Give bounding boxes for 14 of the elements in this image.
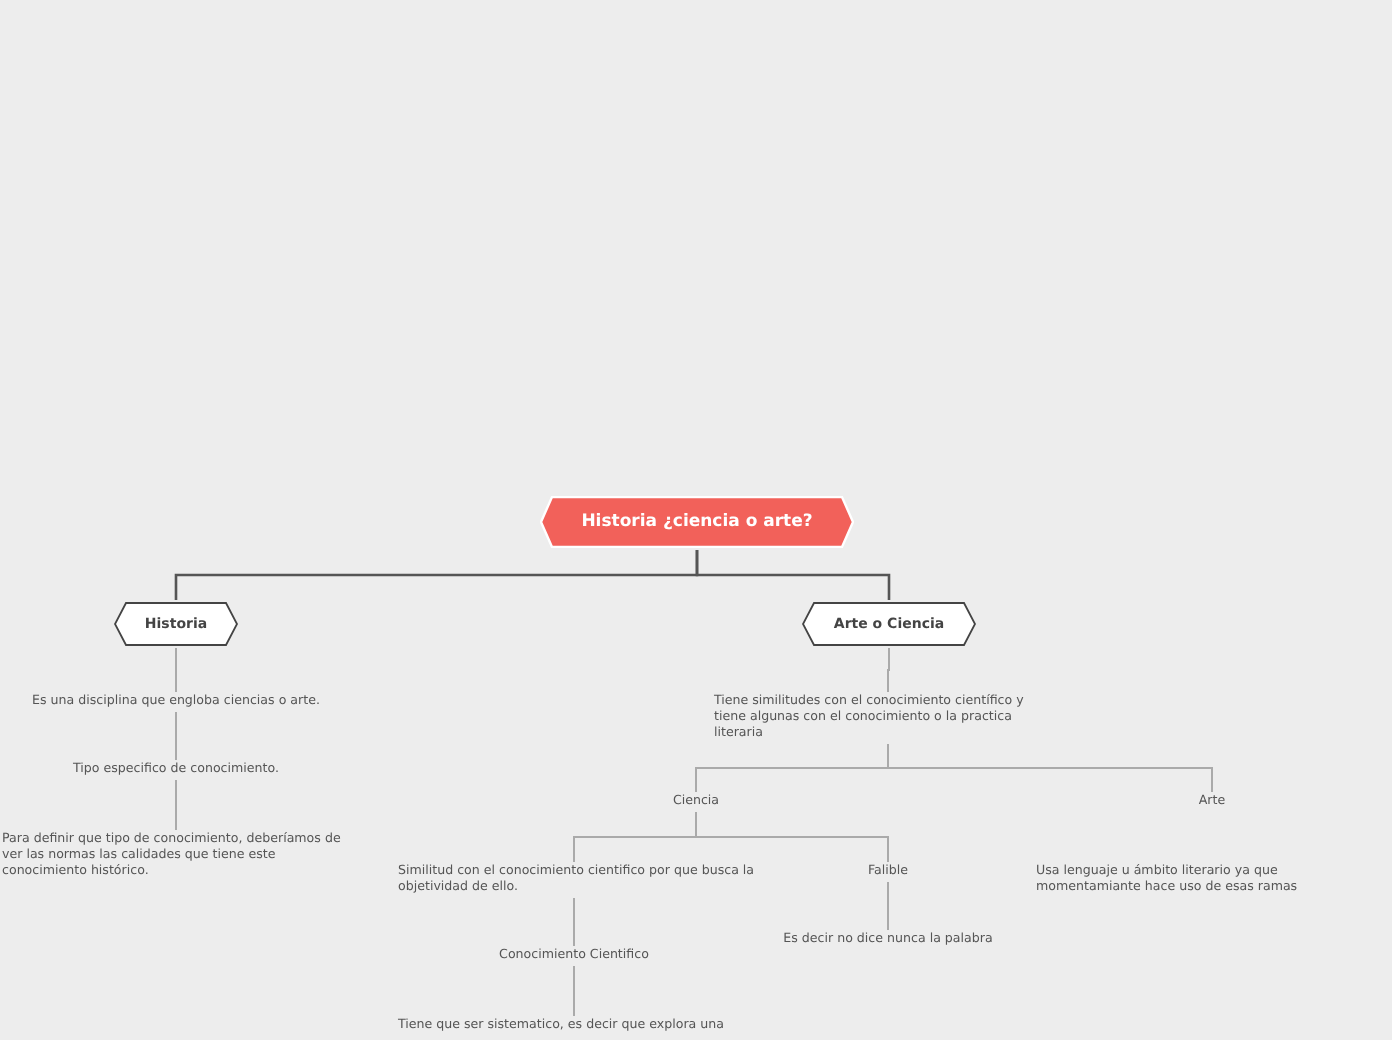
connector-line xyxy=(175,711,177,761)
connector-line xyxy=(573,965,575,1017)
topic-hexagon xyxy=(114,602,238,646)
connector-line xyxy=(887,647,890,693)
topic-hexagon xyxy=(802,602,976,646)
connector-line xyxy=(887,743,1213,793)
connector-line xyxy=(887,881,889,931)
connector-line xyxy=(175,647,177,693)
connector-line xyxy=(175,779,177,831)
connector-line xyxy=(695,550,891,600)
connector-line xyxy=(573,897,575,947)
connector-line xyxy=(695,811,889,863)
topic-label: Historia ¿ciencia o arte? xyxy=(581,512,813,532)
central-topic-hexagon xyxy=(540,496,854,548)
